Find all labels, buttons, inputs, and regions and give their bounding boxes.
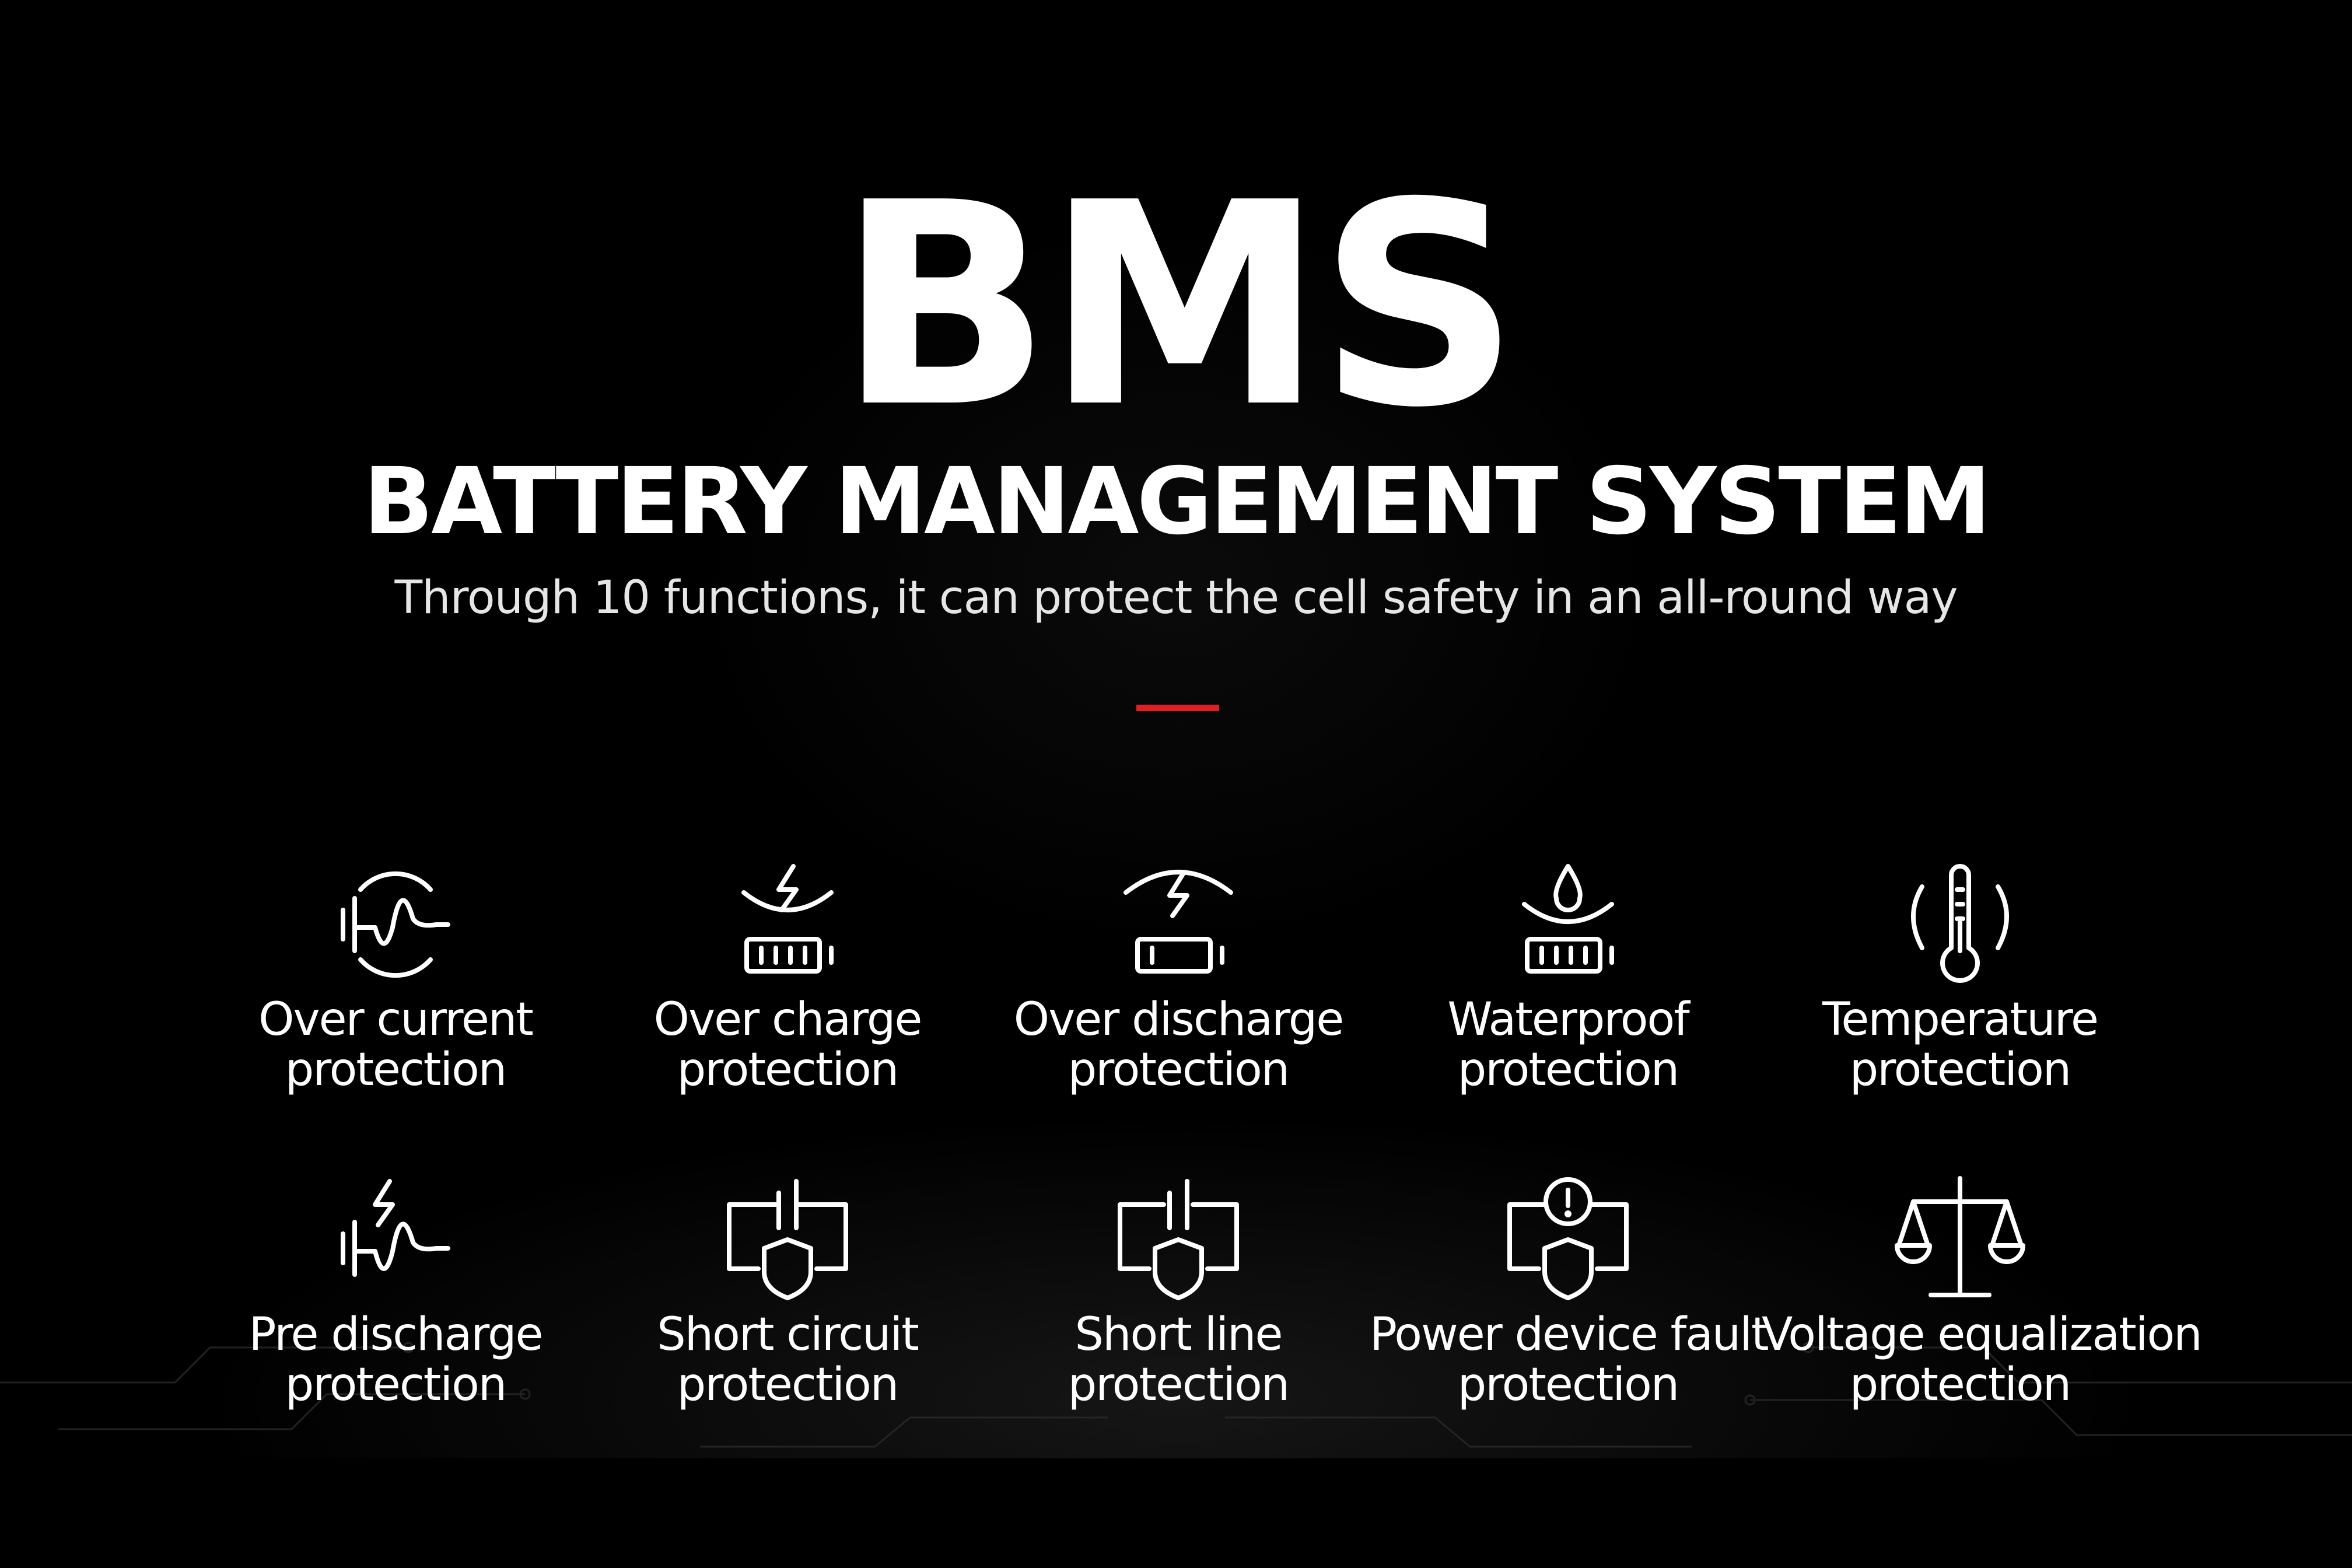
feature-power-device-fault: Power device fault protection bbox=[1370, 1170, 1769, 1411]
feature-short-circuit: Short circuit protection bbox=[589, 1170, 986, 1410]
feature-label-line1: Power device fault bbox=[1370, 1308, 1769, 1361]
feature-over-charge: Over charge protection bbox=[589, 855, 986, 1095]
feature-label-line1: Short circuit bbox=[657, 1308, 919, 1361]
accent-divider bbox=[1136, 705, 1219, 711]
waterproof-icon bbox=[1522, 864, 1614, 974]
feature-label-line2: protection bbox=[1849, 1359, 2071, 1411]
feature-over-current: Over current protection bbox=[197, 855, 594, 1095]
feature-label-line2: protection bbox=[1457, 1359, 1679, 1411]
feature-waterproof: Waterproof protection bbox=[1370, 855, 1766, 1095]
feature-short-line: Short line protection bbox=[980, 1170, 1377, 1410]
feature-voltage-equalization: Voltage equalization protection bbox=[1762, 1170, 2203, 1411]
feature-label-line1: Voltage equalization bbox=[1762, 1308, 2203, 1361]
feature-label-line1: Short line bbox=[1074, 1308, 1283, 1361]
feature-label-line2: protection bbox=[1849, 1044, 2071, 1096]
thermometer-icon bbox=[1911, 864, 2009, 983]
over-discharge-icon bbox=[1124, 870, 1233, 974]
feature-label-line2: protection bbox=[285, 1359, 507, 1411]
feature-label-line2: protection bbox=[677, 1359, 899, 1411]
page-tagline: Through 10 functions, it can protect the… bbox=[394, 572, 1958, 624]
feature-over-discharge: Over discharge protection bbox=[980, 855, 1377, 1095]
short-line-icon bbox=[1118, 1179, 1239, 1300]
short-circuit-icon bbox=[727, 1179, 848, 1300]
feature-label-line1: Over charge bbox=[653, 993, 923, 1046]
power-device-fault-icon bbox=[1507, 1177, 1629, 1300]
feature-label-line2: protection bbox=[1068, 1359, 1290, 1411]
feature-label-line2: protection bbox=[1457, 1044, 1679, 1096]
feature-label-line2: protection bbox=[285, 1044, 507, 1096]
page-title: BMS bbox=[838, 143, 1520, 469]
feature-temperature: Temperature protection bbox=[1762, 855, 2158, 1095]
circuit-board-decoration bbox=[0, 1342, 2352, 1448]
feature-label-line2: protection bbox=[1068, 1044, 1290, 1096]
page-subtitle: BATTERY MANAGEMENT SYSTEM bbox=[363, 448, 1992, 555]
feature-label-line1: Over current bbox=[258, 993, 534, 1046]
feature-label-line1: Pre discharge bbox=[249, 1308, 544, 1361]
over-current-icon bbox=[341, 871, 450, 978]
bottom-band bbox=[0, 1458, 2352, 1568]
feature-pre-discharge: Pre discharge protection bbox=[197, 1170, 594, 1410]
feature-label-line2: protection bbox=[677, 1044, 899, 1096]
feature-label-line1: Temperature bbox=[1822, 993, 2099, 1046]
feature-label-line1: Over discharge bbox=[1013, 993, 1345, 1046]
balance-scale-icon bbox=[1895, 1176, 2025, 1297]
over-charge-icon bbox=[741, 864, 834, 974]
pre-discharge-icon bbox=[341, 1179, 450, 1277]
feature-label-line1: Waterproof bbox=[1447, 993, 1689, 1046]
